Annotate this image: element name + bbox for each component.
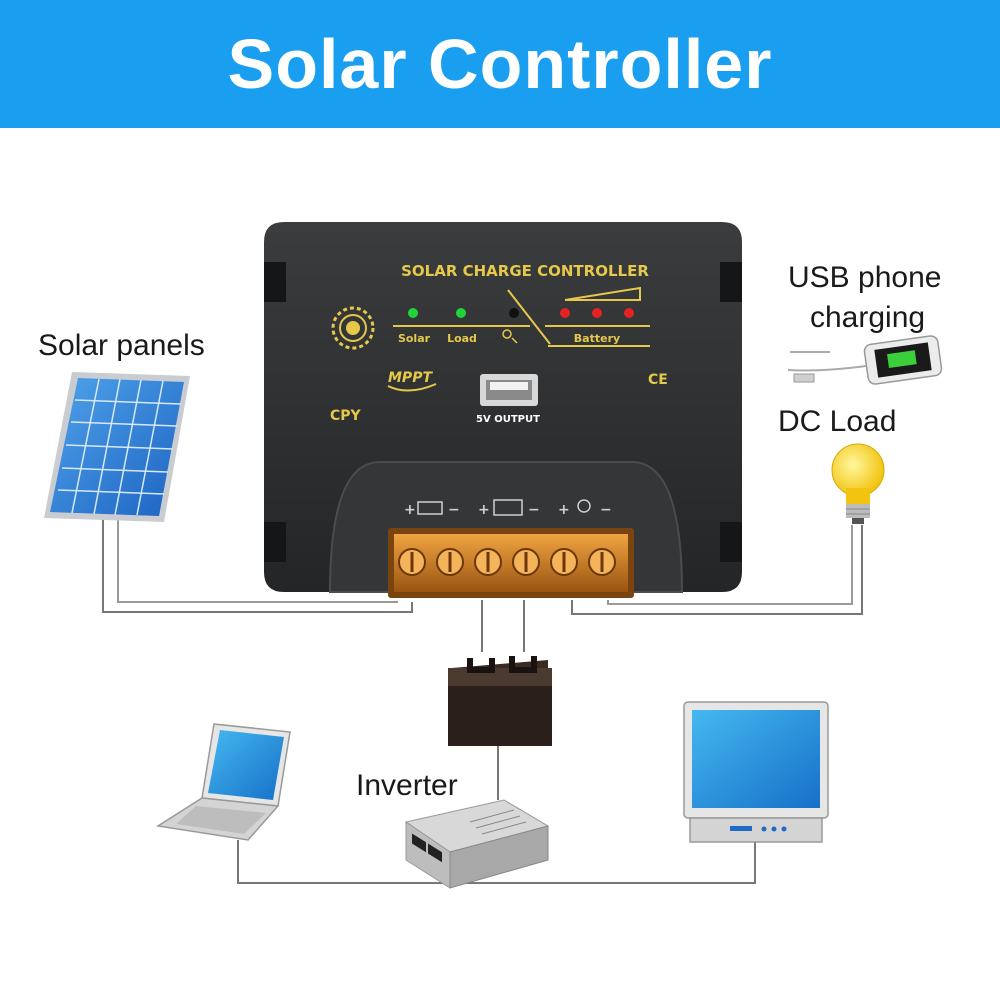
usb-charging-label-line2: charging xyxy=(810,301,926,334)
solar-panel-small-icon xyxy=(417,501,443,515)
led-load xyxy=(456,308,466,318)
led-solar xyxy=(408,308,418,318)
terminal-battery-minus: − xyxy=(528,502,540,518)
page-title: Solar Controller xyxy=(227,25,773,103)
wiring xyxy=(102,351,867,884)
mppt-label: MPPT xyxy=(388,370,433,386)
light-bulb-icon xyxy=(831,443,885,524)
led-off xyxy=(509,308,519,318)
terminal-symbols: + − + − + − xyxy=(404,499,612,518)
smartphone-icon xyxy=(793,335,943,385)
inverter-icon xyxy=(404,799,550,889)
led-load-label: Load xyxy=(447,332,477,345)
charge-controller: SOLAR CHARGE CONTROLLER Solar Load Batte… xyxy=(264,222,742,598)
led-battery-1 xyxy=(560,308,570,318)
led-battery-2 xyxy=(592,308,602,318)
solar-panels-label: Solar panels xyxy=(38,329,205,362)
dc-load-label: DC Load xyxy=(778,405,897,438)
sun-icon xyxy=(331,306,375,350)
led-solar-label: Solar xyxy=(398,332,431,345)
usb-output-label: 5V OUTPUT xyxy=(476,414,540,425)
light-bulb-small-icon xyxy=(502,329,518,344)
battery-small-icon xyxy=(493,499,523,516)
led-battery-3 xyxy=(624,308,634,318)
terminal-block xyxy=(388,528,634,598)
header-banner: Solar Controller xyxy=(0,0,1000,128)
ce-mark: CE xyxy=(648,372,668,388)
terminal-load-plus: + xyxy=(558,502,570,518)
led-battery-label: Battery xyxy=(574,332,620,345)
laptop-icon xyxy=(155,723,291,841)
solar-panel-icon xyxy=(44,372,190,522)
brand-label: CPY xyxy=(330,408,362,424)
inverter-label: Inverter xyxy=(356,769,458,802)
terminal-solar-minus: − xyxy=(448,502,460,518)
monitor-icon xyxy=(683,701,829,843)
bulb-small-icon xyxy=(577,499,591,513)
terminal-solar-plus: + xyxy=(404,502,416,518)
usb-charging-label-line1: USB phone xyxy=(788,261,942,294)
battery-icon xyxy=(448,656,552,746)
terminal-battery-plus: + xyxy=(478,502,490,518)
usb-port-icon[interactable] xyxy=(480,374,538,406)
terminal-load-minus: − xyxy=(600,502,612,518)
controller-title: SOLAR CHARGE CONTROLLER xyxy=(401,262,649,280)
